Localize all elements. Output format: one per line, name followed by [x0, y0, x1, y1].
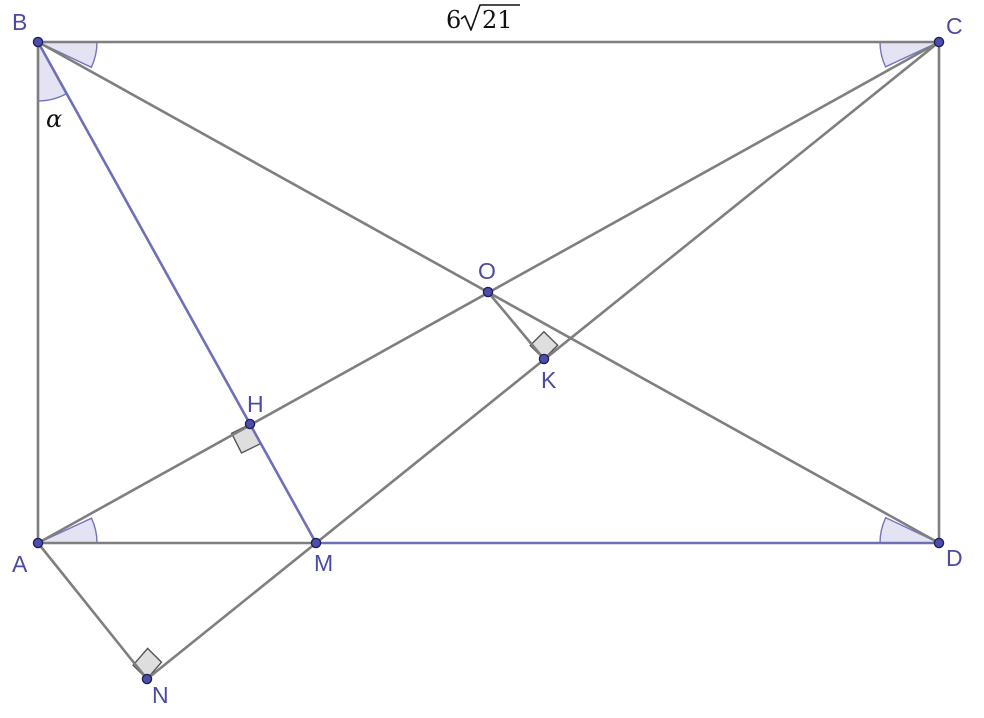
- label-n: N: [152, 682, 169, 708]
- side-length-annotation: 6 21: [446, 4, 520, 34]
- points: [32, 36, 945, 685]
- label-b: B: [12, 9, 27, 35]
- label-c: C: [946, 13, 963, 39]
- label-h: H: [247, 391, 264, 417]
- point-k: [538, 353, 550, 365]
- side-length-coefficient: 6: [446, 6, 461, 34]
- label-o: O: [478, 258, 496, 284]
- point-labels: B C A D O H M K N: [12, 9, 963, 708]
- label-k: K: [541, 367, 557, 393]
- label-a: A: [12, 551, 28, 577]
- label-d: D: [946, 545, 963, 571]
- angle-alpha-label: α: [46, 105, 62, 133]
- segments: [36, 40, 941, 681]
- segment-bm: [36, 40, 318, 545]
- label-m: M: [314, 550, 333, 576]
- point-a: [32, 537, 44, 549]
- right-angle-markers: [132, 330, 559, 681]
- segment-an: [36, 541, 149, 681]
- angle-markers: [37, 41, 940, 544]
- point-h: [244, 418, 256, 430]
- sqrt-symbol: [460, 4, 520, 31]
- point-d: [933, 537, 945, 549]
- point-m: [310, 537, 322, 549]
- point-c: [933, 36, 945, 48]
- side-length-radicand: 21: [482, 6, 513, 34]
- point-o: [482, 286, 494, 298]
- point-b: [32, 36, 44, 48]
- point-n: [141, 673, 153, 685]
- segment-ok: [486, 290, 546, 361]
